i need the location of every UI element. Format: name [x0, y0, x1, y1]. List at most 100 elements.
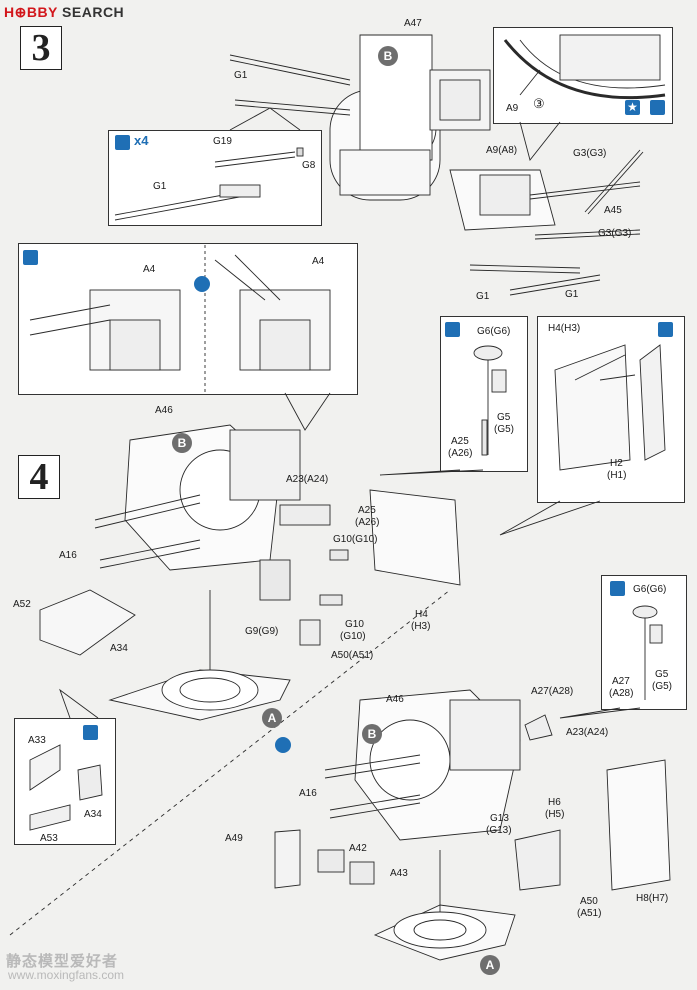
- paint-icon: [658, 322, 673, 337]
- label-a34-inset: A34: [84, 809, 102, 820]
- label-a47: A47: [404, 18, 422, 29]
- marker-a-bottom: A: [480, 955, 500, 975]
- label-g8: G8: [302, 160, 316, 171]
- marker-b-bottom: B: [362, 724, 382, 744]
- label-a16-bottom: A16: [299, 788, 317, 799]
- label-a46-top: A46: [155, 405, 173, 416]
- label-g1-c: G1: [565, 289, 579, 300]
- label-g10-paren: (G10): [340, 631, 366, 642]
- label-g6g6-bottom: G6(G6): [633, 584, 667, 595]
- callout-pointer-g6: [379, 469, 484, 476]
- callout-g6-inset-bottom: [601, 575, 687, 710]
- callout-pointer-a4: [284, 392, 331, 431]
- label-a23a24-top: A23(A24): [286, 474, 329, 485]
- label-a42: A42: [349, 843, 367, 854]
- paint-icon: [445, 322, 460, 337]
- paint-icon: [83, 725, 98, 740]
- label-g10: G10: [345, 619, 364, 630]
- label-a4-left: A4: [143, 264, 156, 275]
- label-g10g10-a: G10(G10): [333, 534, 378, 545]
- flip-over-icon: [194, 276, 210, 292]
- callout-pointer-a33: [59, 688, 99, 719]
- label-a4-right: A4: [312, 256, 325, 267]
- barrel-inset-drawing: [114, 147, 304, 221]
- label-g1-inset: G1: [153, 181, 167, 192]
- label-h6: H6: [548, 797, 561, 808]
- watermark-text: 静态模型爱好者: [6, 952, 119, 970]
- label-h4: H4: [415, 609, 428, 620]
- label-g5-top-paren: (G5): [494, 424, 514, 435]
- callout-pointer-barrel: [229, 107, 301, 131]
- step3-gun-mount: [229, 34, 644, 296]
- label-g6g6-top: G6(G6): [477, 326, 511, 337]
- label-a43: A43: [390, 868, 408, 879]
- callout-pointer-g6-bottom: [559, 707, 641, 719]
- step4-upper-assembly: [39, 424, 461, 721]
- label-a52: A52: [13, 599, 31, 610]
- label-a28-inset: (A28): [609, 688, 634, 699]
- step-4-box: 4: [18, 455, 60, 499]
- label-a34: A34: [110, 643, 128, 654]
- a4-inset-drawing: [29, 245, 331, 393]
- callout-pointer-h4: [499, 500, 601, 536]
- label-g1-b: G1: [476, 291, 490, 302]
- paint-icon: [23, 250, 38, 265]
- label-a50: A50: [580, 896, 598, 907]
- a9-inset-drawing: [503, 34, 666, 100]
- circled-3: ③: [533, 96, 545, 111]
- label-h8h7: H8(H7): [636, 893, 669, 904]
- a33-inset-drawing: [29, 744, 103, 831]
- paint-icon: [610, 581, 625, 596]
- brand-logo[interactable]: H⊕BBY SEARCH: [4, 4, 125, 20]
- label-a26-inset: (A26): [448, 448, 473, 459]
- paint-icon: [115, 135, 130, 150]
- step4-lower-assembly: [274, 689, 671, 961]
- label-g1-a: G1: [234, 70, 248, 81]
- label-a23a24-bottom: A23(A24): [566, 727, 609, 738]
- h4-inset-drawing: [554, 344, 666, 471]
- paint-icon: [650, 100, 665, 115]
- label-a51: (A51): [577, 908, 602, 919]
- label-g13-paren: (G13): [486, 825, 512, 836]
- label-g3g3-b: G3(G3): [598, 228, 632, 239]
- label-g19: G19: [213, 136, 232, 147]
- label-a25: A25: [358, 505, 376, 516]
- label-g5-top: G5: [497, 412, 511, 423]
- label-a50a51-top: A50(A51): [331, 650, 374, 661]
- label-g3g3-a: G3(G3): [573, 148, 607, 159]
- g6-inset-bottom-drawing: [632, 605, 663, 700]
- watermark-url[interactable]: www.moxingfans.com: [8, 968, 125, 982]
- label-h1: (H1): [607, 470, 627, 481]
- label-h4h3-inset: H4(H3): [548, 323, 581, 334]
- flip-over-icon: [275, 737, 291, 753]
- label-a9a8: A9(A8): [486, 145, 518, 156]
- quantity-badge: x4: [134, 133, 149, 148]
- label-a27a28: A27(A28): [531, 686, 574, 697]
- label-a27-inset: A27: [612, 676, 630, 687]
- label-h2: H2: [610, 458, 623, 469]
- label-a9: A9: [506, 103, 519, 114]
- label-a25-inset: A25: [451, 436, 469, 447]
- label-a16-top: A16: [59, 550, 77, 561]
- label-h3: (H3): [411, 621, 431, 632]
- label-a26: (A26): [355, 517, 380, 528]
- label-a46-bottom: A46: [386, 694, 404, 705]
- g6-inset-top-drawing: [473, 345, 507, 456]
- label-g13: G13: [490, 813, 509, 824]
- diagonal-divider: [9, 589, 451, 936]
- label-a53: A53: [40, 833, 58, 844]
- step-3-box: 3: [20, 26, 62, 70]
- label-a49: A49: [225, 833, 243, 844]
- marker-a-top: A: [262, 708, 282, 728]
- star-icon: ★: [625, 100, 640, 115]
- marker-b-top: B: [378, 46, 398, 66]
- callout-pointer-a9: [519, 121, 561, 161]
- marker-b-mid: B: [172, 433, 192, 453]
- label-g9g9: G9(G9): [245, 626, 279, 637]
- label-a33: A33: [28, 735, 46, 746]
- label-a45: A45: [604, 205, 622, 216]
- label-g5-bottom: G5: [655, 669, 669, 680]
- label-g5-bottom-paren: (G5): [652, 681, 672, 692]
